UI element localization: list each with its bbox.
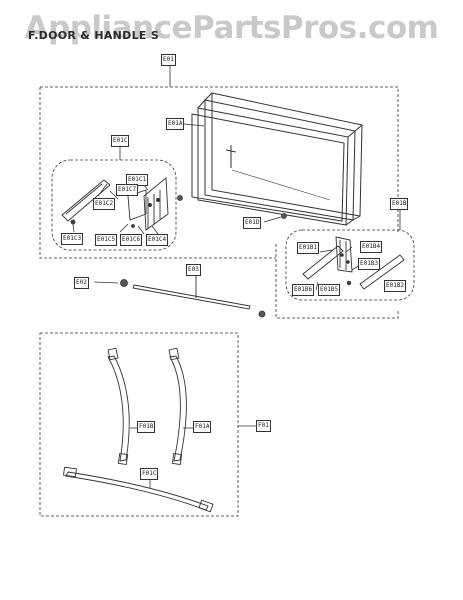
callout-e01b2: E01B2	[384, 280, 407, 292]
e01c-group-boundary	[51, 159, 177, 251]
callout-e01d: E01D	[243, 217, 262, 229]
callout-f01: F01	[256, 420, 271, 432]
callout-e01c: E01C	[111, 135, 130, 147]
watermark: AppliancePartsPros.com	[24, 10, 439, 46]
hinge-bracket-e01b	[302, 236, 405, 290]
hinge-bracket-e01c	[61, 177, 169, 231]
callout-e01a: E01A	[166, 118, 185, 130]
callout-e01b1: E01B1	[297, 242, 320, 254]
screw-e01-left	[177, 195, 183, 201]
diagram-title: F.DOOR & HANDLE S	[28, 29, 160, 42]
handle-f01b	[107, 347, 130, 466]
callout-e01b5: E01B5	[318, 284, 341, 296]
leader-e01a	[183, 123, 205, 127]
callout-e01c3: E01C3	[61, 233, 84, 245]
leader-e02	[93, 281, 119, 284]
handle-f01a	[168, 347, 187, 466]
cap-e03-end	[258, 310, 266, 318]
door-rod-e03	[132, 273, 251, 310]
callout-e01b6: E01B6	[292, 284, 315, 296]
callout-e01b: E01B	[390, 198, 409, 210]
callout-e03: E03	[186, 264, 201, 276]
callout-f01a: F01A	[193, 421, 212, 433]
callout-e02: E02	[74, 277, 89, 289]
cap-e02	[120, 279, 128, 287]
callout-e01: E01	[161, 54, 176, 66]
e01b-group-boundary	[285, 229, 415, 301]
callout-e01b4: E01B4	[360, 241, 383, 253]
door-frame	[191, 92, 363, 226]
leader-e01d	[263, 216, 282, 223]
callout-f01b: F01B	[137, 421, 156, 433]
callout-e01c4: E01C4	[146, 234, 169, 246]
callout-e01c5: E01C5	[95, 234, 118, 246]
screw-e01b3	[346, 280, 352, 286]
handle-f01c	[62, 466, 214, 513]
screw-e01d	[281, 213, 287, 219]
callout-f01c: F01C	[140, 468, 159, 480]
screw-e01c6	[131, 224, 135, 228]
door-assembly-boundary	[39, 86, 399, 319]
screw-e01c3	[70, 219, 76, 225]
callout-e01c7: E01C7	[116, 184, 139, 196]
callout-e01c6: E01C6	[120, 234, 143, 246]
callout-e01b3: E01B3	[358, 258, 381, 270]
callout-e01c2: E01C2	[93, 198, 116, 210]
handle-assembly-boundary	[39, 332, 239, 517]
